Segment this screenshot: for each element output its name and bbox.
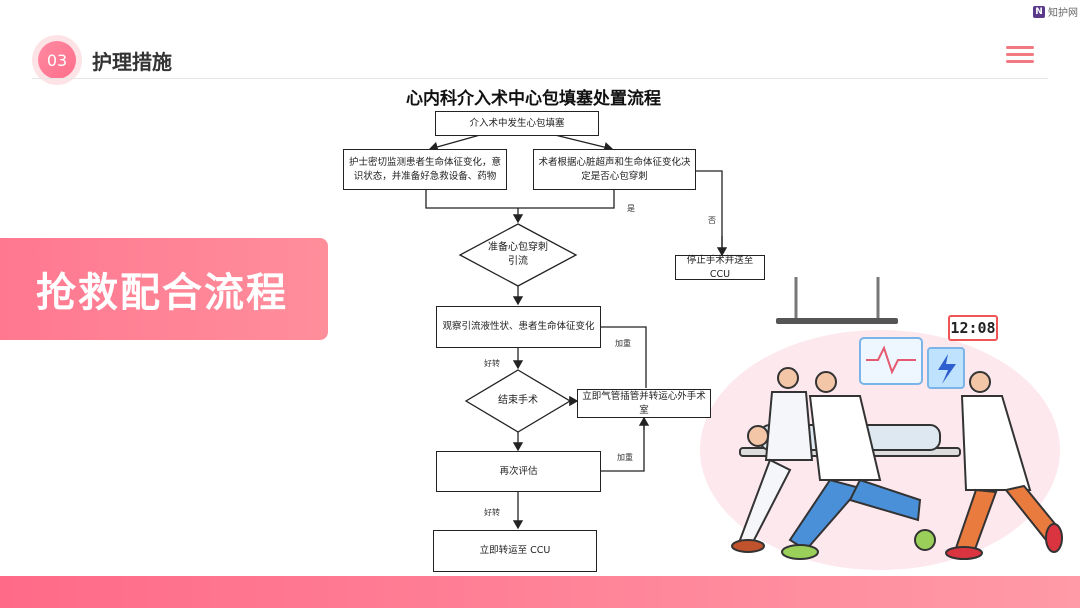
- bottom-decor-bar: [0, 576, 1080, 608]
- flow-surgeon-decision-box: 术者根据心脏超声和生命体征变化决定是否心包穿刺: [533, 149, 696, 190]
- flow-diamond-pericardiocentesis: 准备心包穿刺引流: [488, 242, 548, 267]
- flow-label-better-1: 好转: [484, 359, 500, 368]
- section-title: 护理措施: [92, 50, 172, 74]
- flow-label-better-2: 好转: [484, 508, 500, 517]
- flow-observe-box: 观察引流液性状、患者生命体征变化: [436, 306, 601, 348]
- flow-reevaluate-box: 再次评估: [436, 451, 601, 492]
- flow-diamond-end-surgery: 结束手术: [498, 395, 538, 406]
- rescue-process-text: 抢救配合流程: [36, 270, 288, 316]
- flow-label-no: 否: [708, 216, 716, 225]
- flow-label-yes: 是: [627, 204, 635, 213]
- rescue-process-label: 抢救配合流程: [0, 238, 328, 340]
- flow-ccu-transfer-box: 立即转运至 CCU: [433, 530, 597, 572]
- flow-intubate-box: 立即气管插管并转运心外手术室: [577, 389, 711, 418]
- brand: N 知护网: [1033, 4, 1078, 19]
- menu-icon[interactable]: [1006, 45, 1036, 65]
- flowchart-title: 心内科介入术中心包填塞处置流程: [406, 89, 661, 109]
- flow-start-box: 介入术中发生心包填塞: [435, 111, 599, 136]
- flow-label-worse-2: 加重: [617, 453, 633, 462]
- header-divider: [32, 78, 1048, 79]
- flow-label-worse-1: 加重: [615, 339, 631, 348]
- flow-stop-surgery-box: 停止手术并送至 CCU: [675, 255, 765, 280]
- clock-icon: 12:08: [948, 315, 998, 341]
- flow-nurse-monitor-box: 护士密切监测患者生命体征变化，意识状态，并准备好急救设备、药物: [343, 149, 507, 190]
- brand-logo-icon: N: [1033, 5, 1045, 18]
- emergency-team-illustration: [700, 277, 1063, 570]
- brand-name: 知护网: [1048, 8, 1078, 19]
- section-number-badge: 03: [38, 41, 76, 79]
